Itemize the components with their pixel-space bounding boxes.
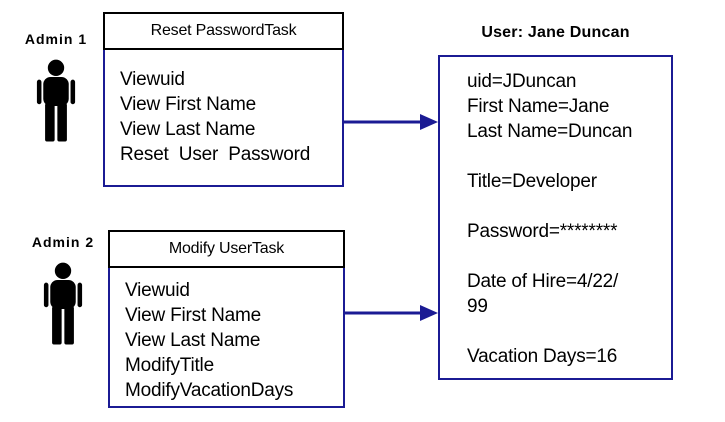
task-1-item: Viewuid — [120, 69, 185, 90]
person-icon — [36, 59, 76, 142]
task-1-header: Reset PasswordTask — [103, 12, 344, 50]
user-attribute-date-of-hire-wrap: 99 — [467, 296, 488, 317]
user-attribute-password: Password=******** — [467, 221, 618, 242]
task-2-item: Viewuid — [125, 280, 190, 301]
task-2-body: Viewuid View First Name View Last Name M… — [108, 268, 345, 408]
admin-2-figure: Admin 2 — [19, 234, 107, 352]
arrow-task1-to-user — [343, 114, 438, 130]
task-1-item: Reset User Password — [120, 144, 311, 165]
task-2-item: View First Name — [125, 305, 262, 326]
user-attribute-last-name: Last Name=Duncan — [467, 121, 633, 142]
task-2-item: View Last Name — [125, 330, 261, 351]
blank-line — [467, 194, 665, 219]
person-icon — [43, 262, 83, 345]
task-box-modify-user: Modify UserTask Viewuid View First Name … — [108, 230, 345, 408]
task-2-item: ModifyVacationDays — [125, 380, 294, 401]
task-1-item: View First Name — [120, 94, 257, 115]
admin-1-figure: Admin 1 — [12, 31, 100, 149]
user-attribute-uid: uid=JDuncan — [467, 71, 577, 92]
user-attribute-date-of-hire: Date of Hire=4/22/ — [467, 271, 619, 292]
admin-2-label: Admin 2 — [31, 234, 95, 250]
task-2-item: ModifyTitle — [125, 355, 214, 376]
user-attribute-title: Title=Developer — [467, 171, 597, 192]
task-1-item: View Last Name — [120, 119, 256, 140]
admin-1-label: Admin 1 — [24, 31, 88, 47]
blank-line — [467, 244, 665, 269]
user-record-box: uid=JDuncan First Name=Jane Last Name=Du… — [438, 55, 673, 380]
user-attribute-vacation-days: Vacation Days=16 — [467, 346, 618, 367]
user-attribute-first-name: First Name=Jane — [467, 96, 610, 117]
task-box-reset-password: Reset PasswordTask Viewuid View First Na… — [103, 12, 344, 187]
arrow-task2-to-user — [345, 305, 438, 321]
blank-line — [467, 144, 665, 169]
task-2-title: Modify UserTask — [168, 240, 285, 257]
task-1-body: Viewuid View First Name View Last Name R… — [103, 50, 344, 187]
blank-line — [467, 319, 665, 344]
task-1-title: Reset PasswordTask — [150, 22, 297, 39]
user-title: User: Jane Duncan — [481, 24, 630, 41]
task-2-header: Modify UserTask — [108, 230, 345, 268]
